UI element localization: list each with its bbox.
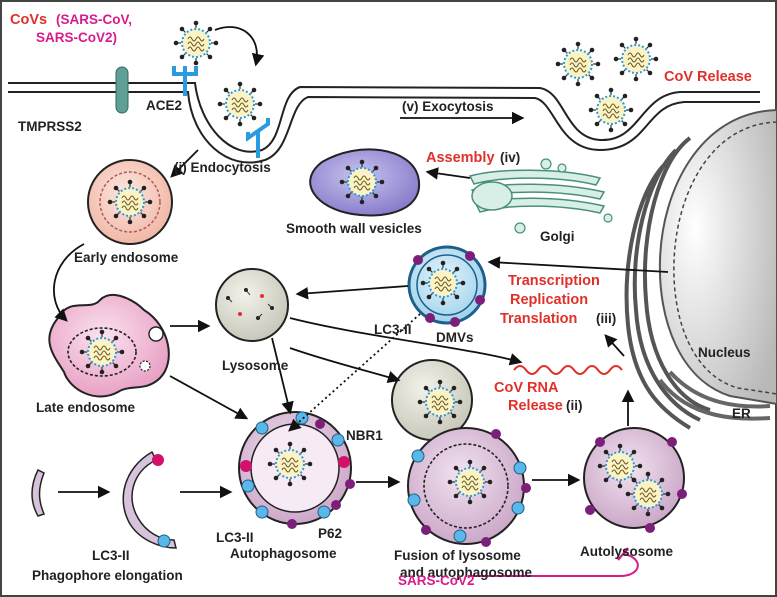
virus-released bbox=[587, 86, 635, 134]
label-covs: CoVs bbox=[10, 12, 47, 28]
arrow-endocytosis bbox=[170, 149, 199, 178]
label-rna-release-2: Release bbox=[508, 398, 563, 414]
label-smooth-wall-vesicles: Smooth wall vesicles bbox=[286, 221, 422, 236]
label-lc3-dmv: LC3-II bbox=[374, 322, 412, 337]
label-nbr1: NBR1 bbox=[346, 428, 383, 443]
ace2-receptor-internal bbox=[246, 118, 270, 158]
label-endocytosis: (i) Endocytosis bbox=[174, 160, 271, 175]
label-dmvs: DMVs bbox=[436, 330, 474, 345]
label-early-endosome: Early endosome bbox=[74, 250, 179, 265]
label-late-endosome: Late endosome bbox=[36, 400, 136, 415]
label-translation: Translation bbox=[500, 311, 577, 327]
cell-membrane-outer bbox=[8, 82, 760, 153]
label-tmprss2: TMPRSS2 bbox=[18, 119, 82, 134]
golgi-apparatus bbox=[468, 158, 613, 234]
phagophore-small bbox=[31, 468, 46, 517]
virus-endocytosing bbox=[216, 80, 264, 128]
arrow-late-to-autophagosome bbox=[169, 375, 249, 420]
label-golgi: Golgi bbox=[540, 229, 575, 244]
virus-entering bbox=[172, 19, 220, 67]
label-lc3-phagophore: LC3-II bbox=[92, 548, 130, 563]
label-cov-release: CoV Release bbox=[664, 69, 752, 85]
label-transcription: Transcription bbox=[508, 273, 600, 289]
pathway-arrows bbox=[53, 26, 669, 499]
label-autolysosome: Autolysosome bbox=[580, 544, 674, 559]
label-assembly: Assembly bbox=[426, 150, 495, 166]
label-nucleus: Nucleus bbox=[698, 345, 751, 360]
arrow-assembly bbox=[425, 167, 471, 180]
nucleus bbox=[658, 108, 777, 406]
label-phagophore-elongation: Phagophore elongation bbox=[32, 568, 183, 583]
arrow-lysosome-to-rna bbox=[289, 317, 523, 366]
label-rna-release-1: CoV RNA bbox=[494, 380, 559, 396]
virus-in-late-endosome bbox=[78, 328, 126, 376]
label-covs-types-2: SARS-CoV2) bbox=[36, 30, 117, 45]
fusion-vesicle bbox=[407, 427, 531, 547]
label-inhibitor: SARS-CoV2 bbox=[398, 573, 475, 588]
label-lc3-autophagosome: LC3-II bbox=[216, 530, 254, 545]
arrow-lysosome-to-autophagosome bbox=[271, 337, 294, 415]
arrow-dmv-lc3-dotted bbox=[288, 313, 421, 432]
arrow-nucleus-to-dmv bbox=[487, 256, 669, 273]
cell-membrane-inner bbox=[8, 91, 760, 164]
ace2-receptor bbox=[172, 66, 198, 96]
label-assembly-step: (iv) bbox=[500, 150, 520, 165]
arrow-lysosome-to-fusion bbox=[289, 347, 401, 384]
arrow-virus-binding bbox=[214, 26, 265, 67]
label-autophagosome: Autophagosome bbox=[230, 546, 337, 561]
virus-in-lysosome bbox=[416, 378, 464, 426]
label-replication: Replication bbox=[510, 292, 588, 308]
dmv-vesicle bbox=[407, 245, 487, 327]
virus-released bbox=[554, 40, 602, 88]
label-translation-step: (iii) bbox=[596, 311, 616, 326]
label-fusion-2: and autophagosome bbox=[400, 565, 532, 580]
er-membrane bbox=[624, 136, 711, 430]
virus-in-early-endosome bbox=[106, 178, 154, 226]
lysosome bbox=[215, 268, 289, 342]
label-p62: P62 bbox=[318, 526, 342, 541]
tmprss2-receptor bbox=[115, 66, 129, 114]
arrow-dmv-to-lysosome bbox=[295, 285, 409, 300]
arrow-early-to-late bbox=[53, 243, 85, 322]
label-exocytosis: (v) Exocytosis bbox=[402, 99, 494, 114]
inhibition-line bbox=[468, 553, 639, 577]
arrow-rna-to-translation bbox=[604, 334, 625, 357]
label-ace2: ACE2 bbox=[146, 98, 182, 113]
label-fusion-1: Fusion of lysosome bbox=[394, 548, 521, 563]
label-er: ER bbox=[732, 406, 751, 421]
label-rna-release-step: (ii) bbox=[566, 398, 583, 413]
phagophore-elongating bbox=[122, 450, 177, 549]
virus-in-vesicle bbox=[338, 158, 386, 206]
autolysosome bbox=[583, 427, 687, 533]
label-lysosome: Lysosome bbox=[222, 358, 289, 373]
cov-rna bbox=[513, 365, 623, 375]
label-covs-types-1: (SARS-CoV, bbox=[56, 12, 132, 27]
virus-released bbox=[612, 35, 660, 83]
